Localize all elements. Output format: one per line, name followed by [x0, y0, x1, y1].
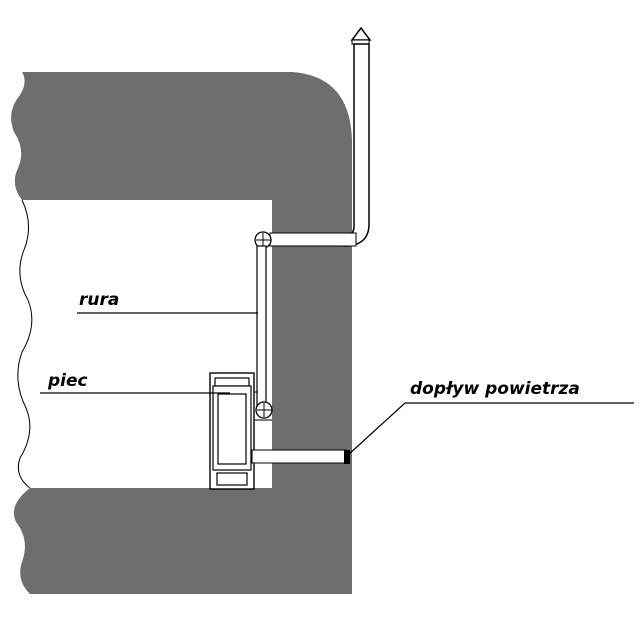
air-vent-grille — [344, 450, 350, 464]
label-rura: rura — [79, 290, 119, 310]
stove — [209, 372, 272, 490]
wall-upper-and-right — [11, 72, 352, 488]
elbow-lower-icon — [255, 401, 273, 419]
vertical-pipe — [256, 245, 267, 407]
wall-duct-upper — [269, 232, 357, 247]
leader-doplyw — [347, 402, 634, 456]
wall-break-line — [17, 199, 33, 489]
label-piec: piec — [47, 371, 88, 391]
wall-lower-slab — [13, 488, 352, 594]
label-doplyw-powietrza: dopływ powietrza — [410, 379, 580, 399]
air-supply-duct — [251, 449, 347, 464]
